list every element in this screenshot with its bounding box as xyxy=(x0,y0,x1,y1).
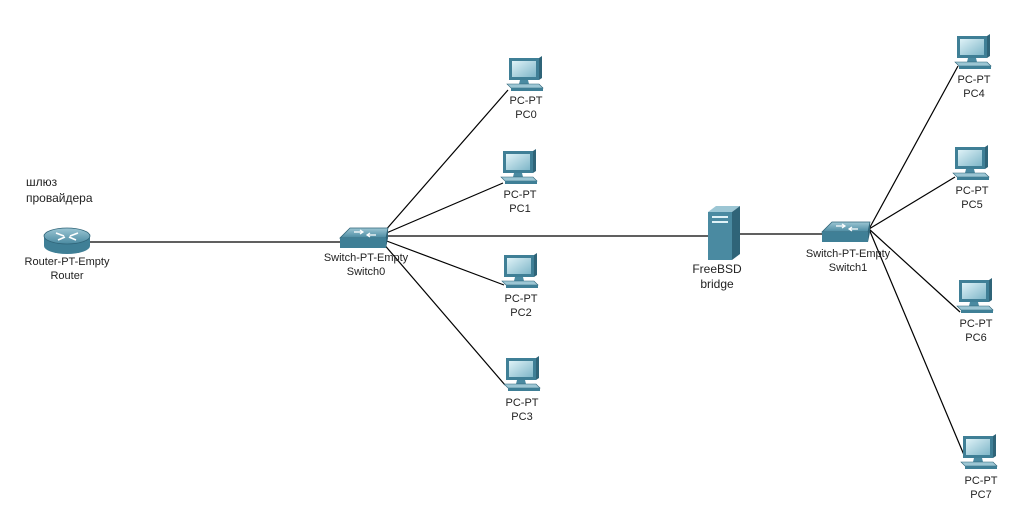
link-switch0-pc0[interactable] xyxy=(383,89,509,233)
switch1-name: Switch1 xyxy=(828,262,868,274)
note-line-1: шлюз xyxy=(26,175,58,189)
switch0-model: Switch-PT-Empty xyxy=(323,252,409,264)
pc3-label: PC-PT PC3 xyxy=(492,396,552,424)
pc-icon[interactable] xyxy=(960,434,998,469)
pc-icon[interactable] xyxy=(503,356,541,391)
link-switch1-pc6[interactable] xyxy=(868,228,961,313)
pc2-model: PC-PT xyxy=(504,293,538,305)
pc0-name: PC0 xyxy=(515,109,537,121)
bridge-model: FreeBSD xyxy=(692,262,742,276)
pc3-model: PC-PT xyxy=(505,397,539,409)
link-switch1-pc4[interactable] xyxy=(868,65,959,230)
switch0-name: Switch0 xyxy=(346,266,386,278)
switch-icon[interactable] xyxy=(821,221,871,242)
pc6-label: PC-PT PC6 xyxy=(946,317,1006,345)
bridge-label: FreeBSD bridge xyxy=(672,262,762,292)
pc4-name: PC4 xyxy=(963,88,985,100)
pc5-name: PC5 xyxy=(961,199,983,211)
switch1-model: Switch-PT-Empty xyxy=(805,248,891,260)
router-name: Router xyxy=(50,270,84,282)
pc4-label: PC-PT PC4 xyxy=(944,73,1004,101)
pc-icon[interactable] xyxy=(954,34,992,69)
pc-icon[interactable] xyxy=(500,149,538,184)
link-switch0-pc2[interactable] xyxy=(383,239,505,286)
pc1-label: PC-PT PC1 xyxy=(490,188,550,216)
pc0-label: PC-PT PC0 xyxy=(496,94,556,122)
provider-gateway-note: шлюз провайдера xyxy=(26,174,93,206)
pc6-model: PC-PT xyxy=(959,318,993,330)
pc4-model: PC-PT xyxy=(957,74,991,86)
pc-icon[interactable] xyxy=(956,278,994,313)
pc0-model: PC-PT xyxy=(509,95,543,107)
pc2-label: PC-PT PC2 xyxy=(491,292,551,320)
pc7-model: PC-PT xyxy=(964,475,998,487)
pc2-name: PC2 xyxy=(510,307,532,319)
pc3-name: PC3 xyxy=(511,411,533,423)
pc5-label: PC-PT PC5 xyxy=(942,184,1002,212)
switch-icon[interactable] xyxy=(339,227,389,248)
router-icon[interactable] xyxy=(43,227,91,254)
bridge-name: bridge xyxy=(700,277,734,291)
switch0-label: Switch-PT-Empty Switch0 xyxy=(310,251,422,279)
link-switch0-pc3[interactable] xyxy=(381,241,506,386)
pc1-name: PC1 xyxy=(509,203,531,215)
pc5-model: PC-PT xyxy=(955,185,989,197)
router-model: Router-PT-Empty xyxy=(24,256,110,268)
pc-icon[interactable] xyxy=(501,253,539,288)
link-switch1-pc5[interactable] xyxy=(868,176,956,230)
pc-icon[interactable] xyxy=(506,56,544,91)
pc-icon[interactable] xyxy=(952,145,990,180)
pc7-name: PC7 xyxy=(970,489,992,501)
pc7-label: PC-PT PC7 xyxy=(951,474,1011,502)
router-label: Router-PT-Empty Router xyxy=(12,255,122,283)
pc1-model: PC-PT xyxy=(503,189,537,201)
note-line-2: провайдера xyxy=(26,191,93,205)
server-icon[interactable] xyxy=(708,206,740,260)
pc6-name: PC6 xyxy=(965,332,987,344)
switch1-label: Switch-PT-Empty Switch1 xyxy=(792,247,904,275)
link-switch1-pc7[interactable] xyxy=(868,228,965,456)
link-switch0-pc1[interactable] xyxy=(383,182,504,235)
